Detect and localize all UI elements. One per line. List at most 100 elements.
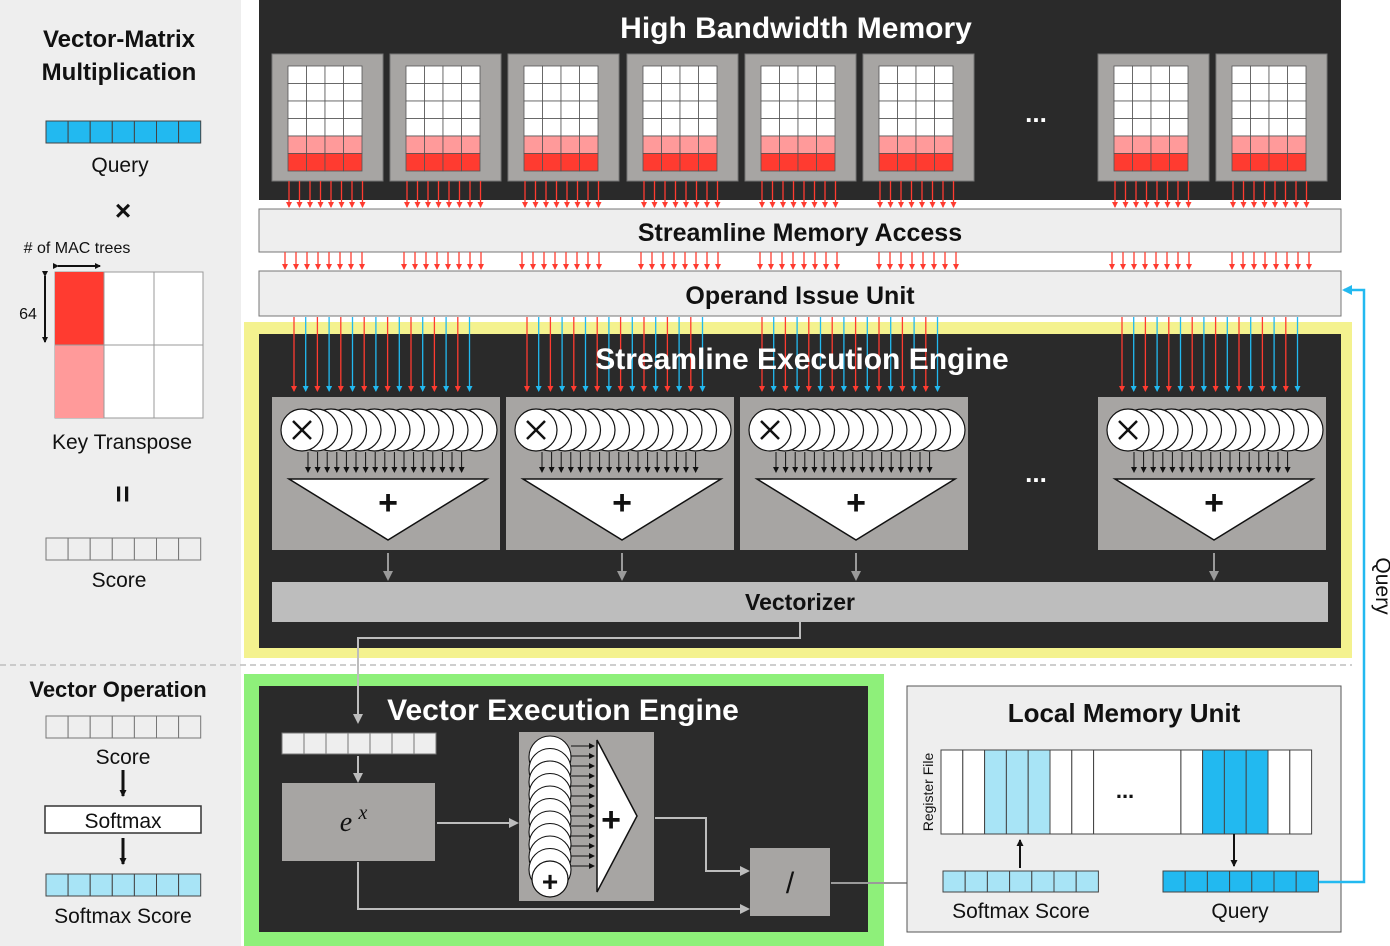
hbm-cell — [306, 83, 326, 102]
hbm-cell — [816, 65, 836, 84]
hbm-cell — [661, 100, 681, 119]
hbm-cell — [1287, 135, 1307, 154]
hbm-cell — [1287, 65, 1307, 84]
hbm-cell — [878, 135, 898, 154]
vo-score-cell — [178, 715, 202, 739]
key-matrix-red-block — [55, 272, 104, 345]
divide-box — [750, 848, 830, 916]
hbm-cell — [642, 135, 662, 154]
lmu-softmax-cell — [942, 870, 966, 893]
hbm-cell — [1231, 65, 1251, 84]
hbm-cell — [661, 135, 681, 154]
vee-input-cell — [413, 732, 437, 755]
hbm-banks — [271, 53, 1328, 182]
lmu-query-cell — [1162, 870, 1186, 893]
hbm-bank — [626, 53, 739, 182]
vm-title-line2: Multiplication — [42, 59, 197, 86]
hbm-cell — [760, 83, 780, 102]
hbm-cell — [934, 83, 954, 102]
hbm-cell — [1231, 83, 1251, 102]
score-cell — [111, 537, 135, 561]
hbm-cell — [679, 135, 699, 154]
hbm-cell — [542, 83, 562, 102]
hbm-cell — [343, 153, 363, 172]
hbm-cell — [642, 83, 662, 102]
adder-to-divide-arrow — [655, 817, 750, 876]
oiu-to-see-arrows — [291, 317, 1301, 392]
hbm-cell — [1113, 65, 1133, 84]
hbm-cell — [405, 83, 425, 102]
lmu-softmax-cell — [1075, 870, 1099, 893]
vee-input-cell — [325, 732, 349, 755]
hbm-cell — [915, 65, 935, 84]
lmu-query-cell — [1295, 870, 1319, 893]
hbm-cell — [579, 153, 599, 172]
register-cell — [962, 749, 986, 835]
hbm-cell — [1169, 153, 1189, 172]
sma-box — [258, 208, 1342, 253]
hbm-cell — [642, 65, 662, 84]
score-label: Score — [92, 569, 147, 592]
hbm-bank — [389, 53, 502, 182]
hbm-cell — [1150, 65, 1170, 84]
lmu-panel: Local Memory Unit Register File ... Soft… — [906, 685, 1342, 933]
hbm-cell — [560, 135, 580, 154]
hbm-cell — [324, 83, 344, 102]
hbm-cell — [816, 135, 836, 154]
hbm-cell — [897, 135, 917, 154]
hbm-cell — [442, 65, 462, 84]
lmu-softmax-cell — [986, 870, 1011, 893]
vo-score-vector — [45, 715, 202, 739]
hbm-cell — [915, 153, 935, 172]
hbm-cell — [405, 153, 425, 172]
key-matrix-pink-block — [55, 345, 104, 418]
hbm-cell — [442, 118, 462, 137]
hbm-cell — [760, 65, 780, 84]
hbm-cell — [897, 118, 917, 137]
hbm-bank — [507, 53, 620, 182]
hbm-cell — [797, 100, 817, 119]
hbm-cell — [1231, 118, 1251, 137]
hbm-cell — [523, 100, 543, 119]
softmax-score-cell — [156, 873, 180, 897]
hbm-cell — [424, 100, 444, 119]
register-cell — [1071, 749, 1095, 835]
left-panel-bg — [0, 0, 241, 946]
vee-input-cell — [347, 732, 371, 755]
hbm-cell — [523, 118, 543, 137]
hbm-cell — [424, 135, 444, 154]
hbm-cell — [760, 153, 780, 172]
score-cell — [178, 537, 202, 561]
softmax-score-cell — [178, 873, 202, 897]
hbm-cell — [816, 100, 836, 119]
hbm-cell — [661, 83, 681, 102]
hbm-cell — [698, 65, 718, 84]
hbm-cell — [878, 118, 898, 137]
score-cell — [156, 537, 180, 561]
hbm-bank — [1215, 53, 1328, 182]
divide-symbol: / — [786, 867, 795, 900]
hbm-bank — [1097, 53, 1210, 182]
hbm-cell — [1132, 100, 1152, 119]
hbm-cell — [424, 83, 444, 102]
hbm-cell — [343, 83, 363, 102]
hbm-cell — [897, 83, 917, 102]
hbm-cell — [779, 83, 799, 102]
softmax-score-cell — [111, 873, 135, 897]
register-file-label: Register File — [920, 753, 936, 832]
hbm-cell — [779, 118, 799, 137]
hbm-cell — [324, 153, 344, 172]
lmu-query-cell — [1229, 870, 1253, 893]
hbm-cell — [878, 83, 898, 102]
hbm-cell — [579, 83, 599, 102]
hbm-cell — [1250, 153, 1270, 172]
multiply-icon — [526, 420, 546, 440]
hbm-cell — [1268, 118, 1288, 137]
hbm-cell — [1287, 153, 1307, 172]
hbm-cell — [1250, 100, 1270, 119]
hbm-cell — [897, 153, 917, 172]
hbm-cell — [442, 135, 462, 154]
hbm-cell — [1169, 83, 1189, 102]
hbm-cell — [579, 118, 599, 137]
hbm-cell — [934, 135, 954, 154]
